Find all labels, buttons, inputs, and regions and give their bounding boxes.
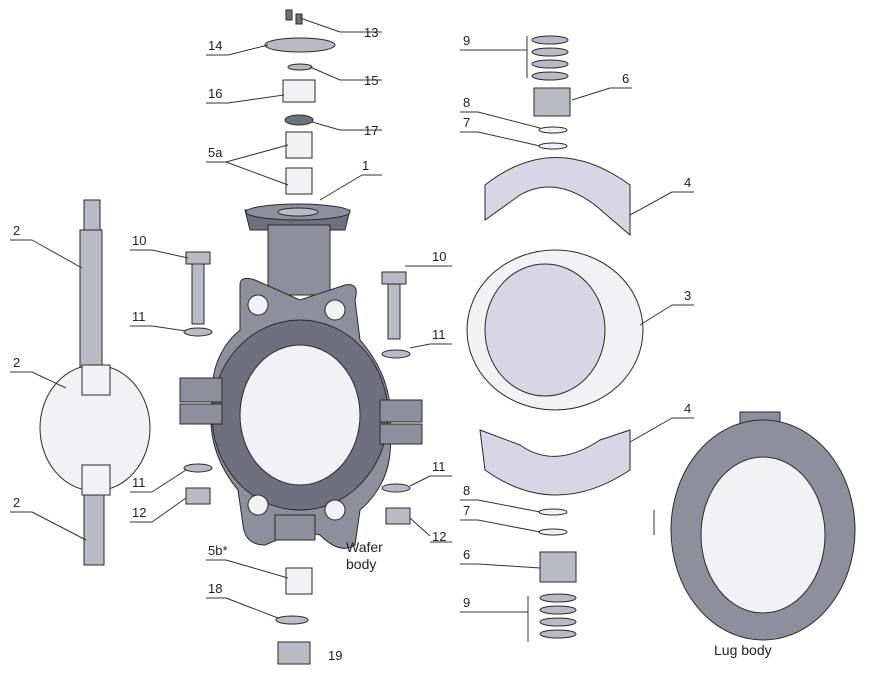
- part-label: 15: [364, 73, 378, 88]
- part-label: 12: [432, 529, 446, 544]
- part-label: 8: [463, 483, 470, 498]
- part-label: 5a: [208, 145, 223, 160]
- part-label: 13: [364, 25, 378, 40]
- lug-caption: Lug body: [714, 642, 772, 658]
- leader-lines: [10, 17, 694, 642]
- part-label: 2: [13, 495, 20, 510]
- part-label: 7: [463, 115, 470, 130]
- part-label: 14: [208, 38, 222, 53]
- part-label: 10: [132, 233, 146, 248]
- shaft-assembly: [39, 199, 151, 566]
- bottom-stack: [275, 567, 313, 665]
- right-stack: [466, 35, 644, 639]
- part-labels: 1 2 2 2 3 4 4 5a 5b* 6 6 7 7 8 8 9 9 10 …: [13, 25, 691, 663]
- part-label: 11: [132, 309, 146, 324]
- part-label: 2: [13, 223, 20, 238]
- part-label: 16: [208, 86, 222, 101]
- top-stack: [264, 9, 336, 195]
- part-label: 2: [13, 355, 20, 370]
- wafer-caption-line2: body: [346, 556, 376, 572]
- captions: Wafer body Lug body: [346, 539, 772, 658]
- part-label: 1: [362, 158, 369, 173]
- part-label: 12: [132, 505, 146, 520]
- part-label: 9: [463, 595, 470, 610]
- part-label: 9: [463, 33, 470, 48]
- part-label: 19: [328, 648, 342, 663]
- part-label: 18: [208, 581, 222, 596]
- part-label: 4: [684, 401, 691, 416]
- part-label: 5b*: [208, 543, 228, 558]
- lug-body: [653, 411, 856, 641]
- part-label: 4: [684, 175, 691, 190]
- wafer-body: [179, 203, 423, 549]
- part-label: 11: [132, 475, 146, 490]
- part-label: 11: [432, 459, 446, 474]
- part-label: 8: [463, 95, 470, 110]
- part-label: 17: [364, 123, 378, 138]
- bolt-left: [183, 251, 213, 505]
- part-label: 3: [684, 288, 691, 303]
- part-label: 6: [622, 71, 629, 86]
- bolt-right: [381, 271, 411, 525]
- part-label: 7: [463, 503, 470, 518]
- part-label: 11: [432, 327, 446, 342]
- part-label: 6: [463, 547, 470, 562]
- wafer-caption-line1: Wafer: [346, 539, 383, 555]
- part-label: 10: [432, 249, 446, 264]
